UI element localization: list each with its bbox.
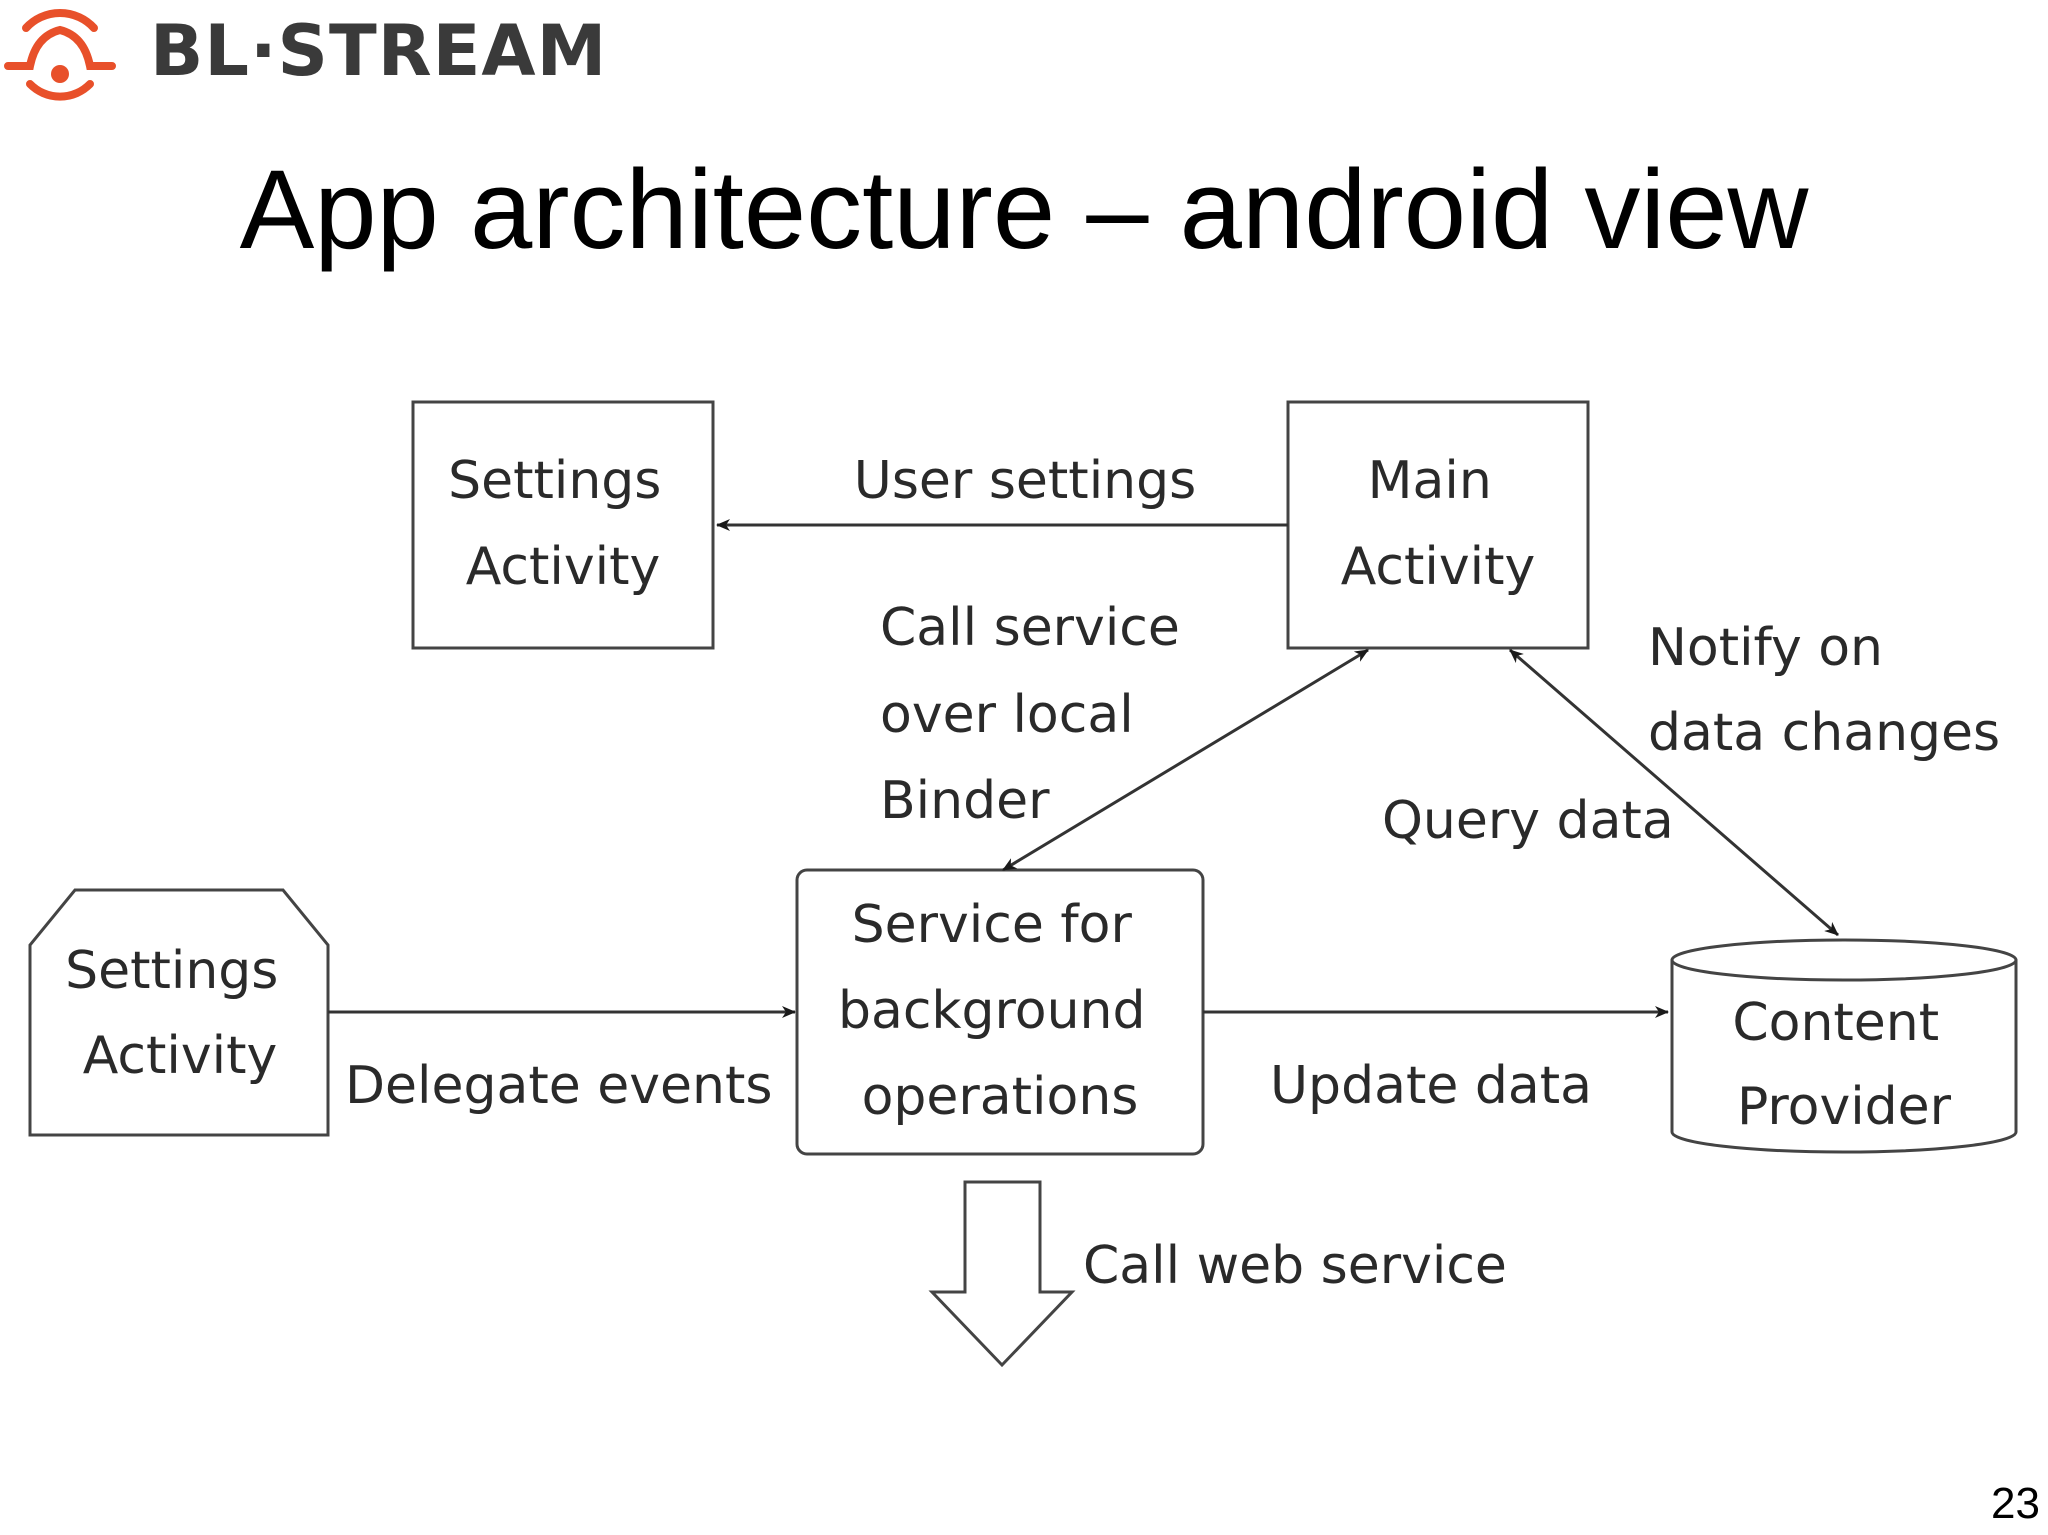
label-line: User settings [854, 451, 1196, 511]
content-provider-label: Content Provider [1732, 993, 1955, 1137]
label-line: operations [862, 1067, 1139, 1127]
settings-activity-left-box [28, 888, 330, 1137]
label-line: Activity [1341, 537, 1535, 597]
delegate-events-label: Delegate events [345, 1056, 772, 1116]
label-line: Activity [83, 1026, 277, 1086]
label-line: Call service [880, 598, 1180, 658]
user-settings-label: User settings [854, 451, 1196, 511]
notify-label: Notify on data changes [1648, 618, 2000, 763]
slide-title: App architecture – android view [239, 147, 1809, 272]
call-service-arrow [1002, 648, 1369, 872]
call-web-service-arrow [928, 1180, 1076, 1368]
label-line: background [838, 981, 1146, 1041]
label-line: Settings [65, 941, 278, 1001]
label-line: Activity [466, 537, 660, 597]
service-label: Service for background operations [838, 895, 1162, 1127]
main-activity-label: Main Activity [1341, 451, 1535, 597]
label-line: Call web service [1083, 1236, 1507, 1296]
label-line: Notify on [1648, 618, 1883, 678]
update-data-label: Update data [1270, 1056, 1592, 1116]
settings-activity-top-box [411, 400, 715, 650]
label-line: data changes [1648, 703, 2000, 763]
page-number: 23 [1991, 1479, 2040, 1528]
label-line: Settings [448, 451, 661, 511]
settings-activity-top-label: Settings Activity [448, 451, 678, 597]
query-data-label: Query data [1382, 791, 1674, 851]
label-line: Service for [852, 895, 1133, 955]
label-line: Main [1368, 451, 1492, 511]
label-line: Delegate events [345, 1056, 772, 1116]
notify-query-arrow [1509, 648, 1839, 937]
label-line: Query data [1382, 791, 1674, 851]
call-service-label: Call service over local Binder [880, 598, 1196, 831]
main-activity-box [1286, 400, 1590, 650]
label-line: Update data [1270, 1056, 1592, 1116]
label-line: Provider [1737, 1077, 1952, 1137]
call-web-service-label: Call web service [1083, 1236, 1507, 1296]
content-provider-cylinder [1670, 938, 2018, 1154]
bell-signal-icon [4, 8, 116, 101]
brand-logo: BL·STREAM [0, 0, 606, 110]
settings-activity-left-label: Settings Activity [65, 941, 295, 1086]
label-line: Content [1732, 993, 1939, 1053]
label-line: over local [880, 685, 1134, 745]
label-line: Binder [880, 771, 1050, 831]
brand-name: BL·STREAM [150, 10, 608, 92]
